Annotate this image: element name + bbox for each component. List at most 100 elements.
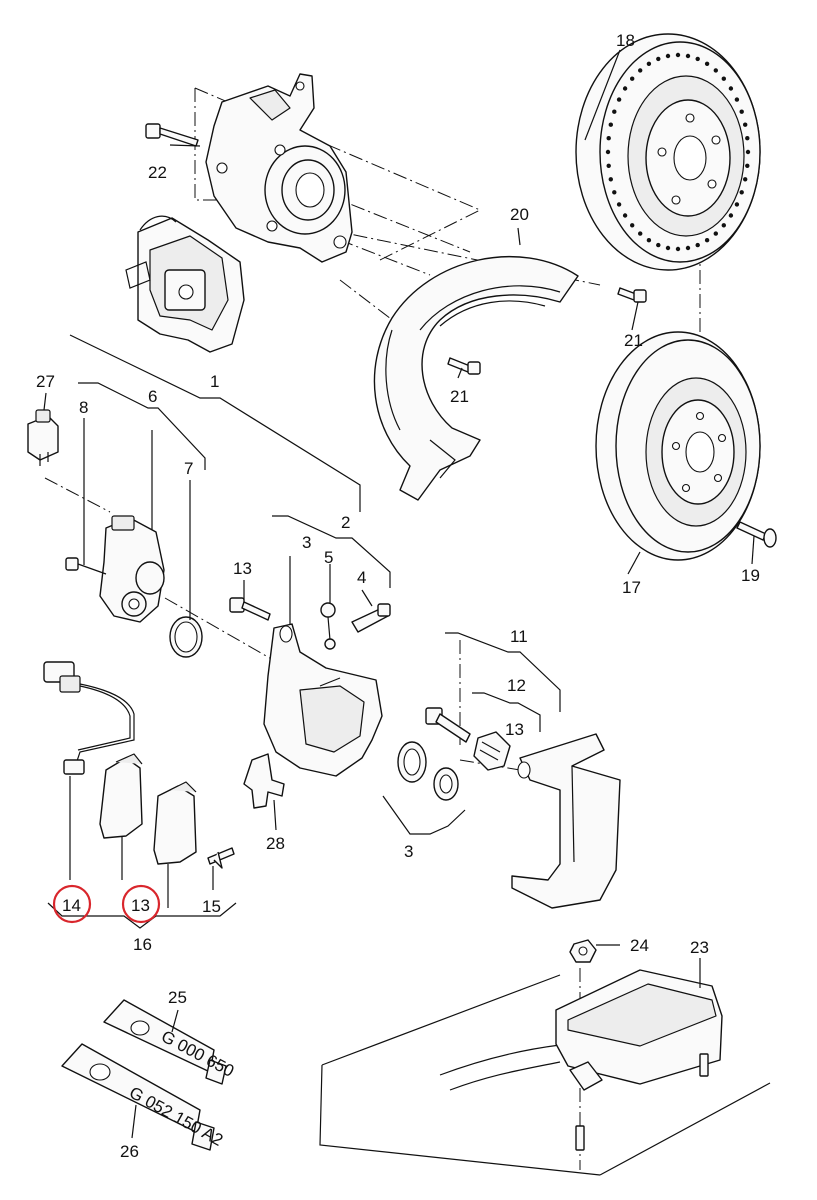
drill-hole: [656, 56, 661, 62]
drill-hole: [646, 238, 652, 243]
drill-hole: [622, 86, 628, 91]
drill-hole: [605, 149, 611, 155]
drill-hole: [612, 190, 617, 195]
bellow-13: [473, 731, 511, 771]
drill-hole: [713, 68, 718, 73]
brake-disc-17: [595, 331, 761, 561]
label-13-guide: 13: [505, 720, 524, 739]
drill-hole: [685, 245, 691, 251]
brake-pad-left: [99, 753, 143, 839]
label-20: 20: [510, 205, 529, 224]
label-4: 4: [357, 568, 366, 587]
label-8: 8: [79, 398, 88, 417]
label-1: 1: [210, 372, 219, 391]
drill-hole: [745, 136, 750, 141]
splash-shield: [373, 256, 579, 501]
parking-brake-motor: [99, 515, 165, 623]
brake-pad-right: [153, 781, 197, 865]
drill-hole: [728, 86, 734, 91]
steering-knuckle: [205, 73, 353, 263]
drill-hole: [685, 53, 691, 59]
screw-8: [65, 557, 107, 575]
screw-19: [736, 521, 777, 548]
label-13-pads: 13: [131, 896, 150, 915]
drill-hole: [608, 177, 613, 182]
drill-hole: [675, 246, 681, 252]
bleeder-5: [320, 602, 336, 650]
spring-clip-15: [207, 847, 235, 869]
seal-ring-3: [397, 741, 459, 801]
drill-hole: [745, 163, 750, 168]
label-21-lower: 21: [450, 387, 469, 406]
nut-24: [569, 939, 597, 963]
wear-sensor-wire: [43, 661, 135, 775]
control-unit: [555, 969, 723, 1151]
o-ring-7: [169, 616, 203, 658]
label-19: 19: [741, 566, 760, 585]
drill-hole: [606, 136, 611, 141]
label-26: 26: [120, 1142, 139, 1161]
mounting-panel: [319, 974, 771, 1176]
drill-hole: [665, 53, 671, 59]
drill-hole: [734, 97, 740, 102]
drill-hole: [606, 163, 611, 168]
drill-hole: [704, 238, 710, 243]
drill-hole: [721, 76, 726, 81]
group-bracket-lines: [47, 334, 561, 929]
drill-hole: [728, 213, 734, 218]
tube-26-text: G 052 150 A2: [126, 1083, 226, 1150]
drill-hole: [713, 231, 718, 236]
label-27: 27: [36, 372, 55, 391]
drill-hole: [695, 56, 700, 62]
drill-hole: [608, 122, 613, 127]
label-18: 18: [616, 31, 635, 50]
label-5: 5: [324, 548, 333, 567]
drill-hole: [612, 109, 617, 114]
drill-hole: [743, 122, 748, 127]
caliper-housing: [263, 623, 383, 777]
drill-hole: [704, 61, 710, 66]
bolt-22: [145, 123, 199, 147]
label-14: 14: [62, 896, 81, 915]
label-12: 12: [507, 676, 526, 695]
part-labels: 1 2 3 3 4 5 6 7 8 11 12 13 13 13 14 15 1…: [36, 31, 760, 1161]
drill-hole: [743, 177, 748, 182]
label-21-upper: 21: [624, 331, 643, 350]
drill-hole: [616, 97, 622, 102]
drill-hole: [739, 190, 744, 195]
drill-hole: [656, 242, 661, 248]
caliper-carrier: [511, 733, 621, 909]
label-22: 22: [148, 163, 167, 182]
highlight-circle-14: [52, 884, 92, 924]
label-11: 11: [510, 627, 528, 646]
drill-hole: [734, 202, 740, 207]
highlight-circle-13: [121, 884, 161, 924]
label-28: 28: [266, 834, 285, 853]
label-2: 2: [341, 513, 350, 532]
drill-hole: [739, 109, 744, 114]
brake-disc-18: [575, 33, 761, 271]
label-23: 23: [690, 938, 709, 957]
drill-hole: [745, 149, 751, 155]
label-17: 17: [622, 578, 641, 597]
label-25: 25: [168, 988, 187, 1007]
drill-hole: [638, 68, 643, 73]
drill-hole: [630, 76, 635, 81]
label-6: 6: [148, 387, 157, 406]
bolt-13-caliper: [229, 597, 271, 621]
drill-hole: [665, 245, 671, 251]
label-7: 7: [184, 459, 193, 478]
brake-caliper-top: [125, 215, 245, 353]
drill-hole: [638, 231, 643, 236]
label-15: 15: [202, 897, 221, 916]
label-16: 16: [133, 935, 152, 954]
drill-hole: [695, 242, 700, 248]
bolt-21-upper: [617, 287, 647, 303]
bleeder-4: [351, 603, 391, 633]
drill-hole: [622, 213, 628, 218]
drill-hole: [646, 61, 652, 66]
label-13-caliper-bolt: 13: [233, 559, 252, 578]
guide-bolt-13: [425, 707, 471, 743]
label-3-upper: 3: [302, 533, 311, 552]
